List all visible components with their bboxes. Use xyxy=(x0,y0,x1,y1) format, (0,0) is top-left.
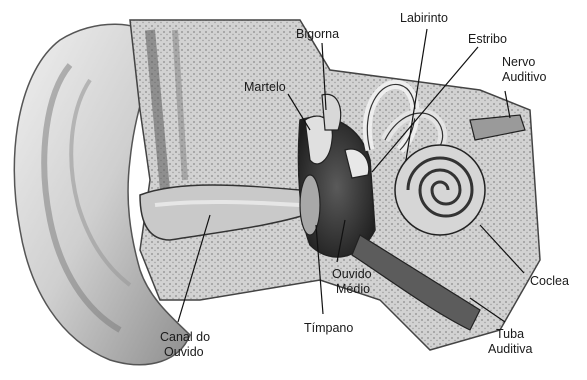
label-ouvido-line2: Médio xyxy=(336,282,370,296)
label-tuba-line1: Tuba xyxy=(496,327,524,341)
label-coclea: Coclea xyxy=(530,274,569,288)
label-nervo-line1: Nervo xyxy=(502,55,535,69)
label-canal-line2: Ouvido xyxy=(164,345,204,359)
label-tuba-line2: Auditiva xyxy=(488,342,533,356)
label-timpano: Tímpano xyxy=(304,321,353,335)
label-canal-line1: Canal do xyxy=(160,330,210,344)
label-labirinto: Labirinto xyxy=(400,11,448,25)
label-estribo: Estribo xyxy=(468,32,507,46)
cochlea xyxy=(395,145,485,235)
label-ouvido-line1: Ouvido xyxy=(332,267,372,281)
label-nervo-line2: Auditivo xyxy=(502,70,547,84)
label-bigorna: Bigorna xyxy=(296,27,339,41)
label-martelo: Martelo xyxy=(244,80,286,94)
